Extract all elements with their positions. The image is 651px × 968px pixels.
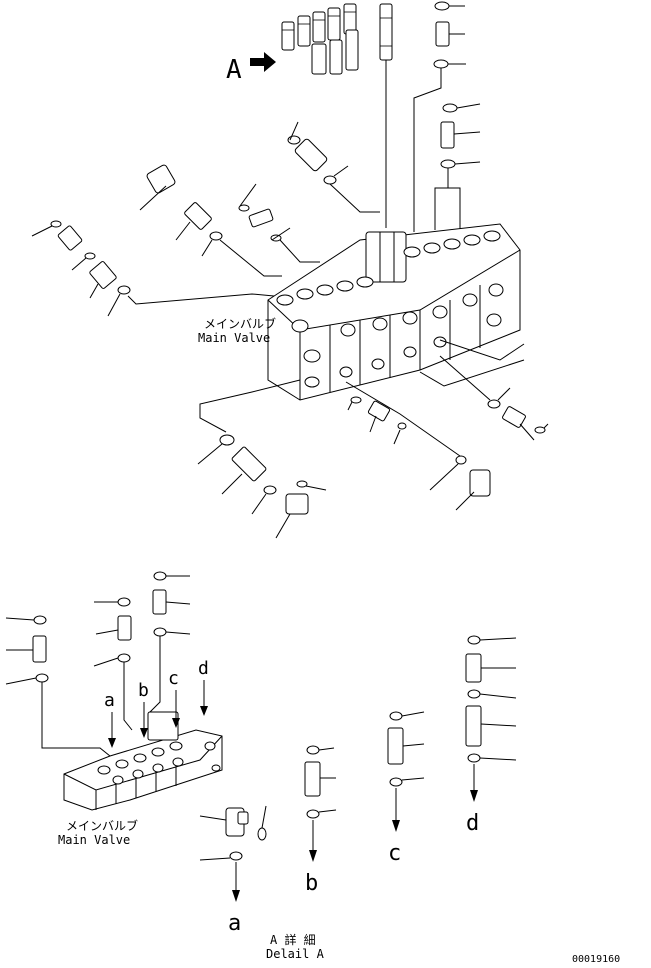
detail-caption-en: Delail A [266, 947, 325, 961]
drawing-number: 00019160 [572, 954, 620, 965]
port-b-target-label: b [305, 871, 318, 896]
main-valve-label-en: Main Valve [198, 331, 270, 345]
port-a-assembly: a [199, 805, 267, 936]
port-label-b: b [138, 680, 149, 701]
detail-caption-jp: A 詳 細 [270, 932, 316, 947]
port-b-assembly: b [304, 745, 337, 896]
detail-main-valve-label-en: Main Valve [58, 833, 130, 847]
port-arrows [108, 680, 208, 748]
main-valve-body [267, 223, 521, 401]
port-d-assembly: d [465, 635, 517, 836]
lower-left-fittings [197, 379, 327, 539]
lower-center-fittings [345, 381, 491, 511]
top-fitting-cluster [281, 3, 393, 75]
port-label-c: c [168, 668, 179, 689]
port-c-target-label: c [388, 841, 401, 866]
detail-left-fittings [5, 571, 191, 757]
view-marker-label: A [226, 55, 242, 85]
detail-valve-body [63, 711, 223, 811]
detail-main-valve-label-jp: メインバルブ [66, 818, 138, 833]
port-label-a: a [104, 690, 115, 711]
port-a-target-label: a [228, 911, 241, 936]
port-label-d: d [198, 658, 209, 679]
port-d-target-label: d [466, 811, 479, 836]
lower-right-fittings [439, 355, 549, 441]
port-c-assembly: c [387, 711, 425, 866]
main-valve-label-jp: メインバルブ [204, 316, 276, 331]
upper-right-fittings [433, 1, 481, 169]
left-upper-fittings [31, 121, 380, 317]
view-direction-arrow [250, 52, 276, 72]
